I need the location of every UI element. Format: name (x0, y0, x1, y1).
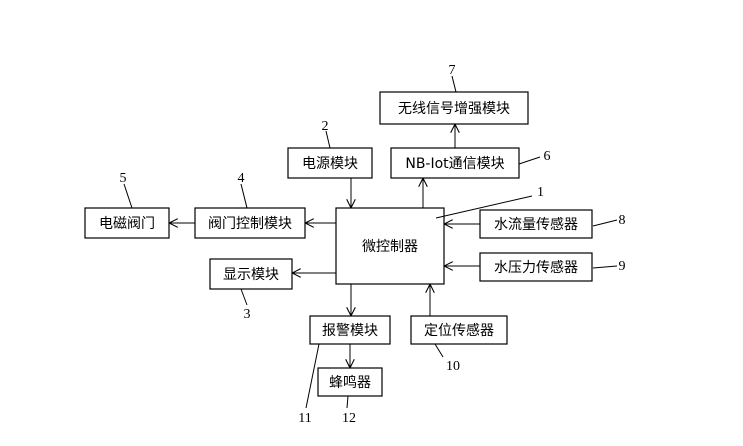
leader-12 (346, 395, 349, 409)
leader-1 (435, 195, 533, 219)
block-pressure-sensor: 水压力传感器 (479, 252, 593, 282)
ref-number-1: 1 (537, 185, 544, 200)
leader-3 (240, 288, 248, 306)
block-display-label: 显示模块 (223, 267, 279, 283)
ref-number-9: 9 (619, 259, 626, 274)
ref-number-5: 5 (120, 171, 127, 186)
leader-11 (305, 343, 320, 409)
leader-6 (518, 156, 541, 165)
block-buzzer-label: 蜂鸣器 (329, 374, 371, 391)
leader-7 (451, 75, 457, 93)
block-flow-sensor: 水流量传感器 (479, 209, 593, 239)
block-flow-sensor-label: 水流量传感器 (494, 216, 578, 233)
ref-number-12: 12 (342, 411, 356, 426)
block-valve-control-label: 阀门控制模块 (208, 216, 292, 232)
ref-number-3: 3 (244, 307, 251, 322)
ref-number-11: 11 (298, 411, 311, 426)
block-positioning-sensor: 定位传感器 (410, 315, 508, 345)
block-cpu: 微控制器 (335, 207, 445, 285)
ref-number-4: 4 (238, 171, 245, 186)
block-power-label: 电源模块 (302, 156, 358, 172)
block-nbiot-label: NB-Iot通信模块 (405, 156, 504, 172)
block-positioning-sensor-label: 定位传感器 (424, 322, 494, 339)
block-buzzer: 蜂鸣器 (317, 367, 383, 397)
block-pressure-sensor-label: 水压力传感器 (494, 259, 578, 276)
block-cpu-label: 微控制器 (362, 239, 418, 255)
leader-8 (592, 219, 618, 227)
ref-number-7: 7 (449, 63, 456, 78)
block-display: 显示模块 (209, 258, 293, 290)
block-power: 电源模块 (287, 147, 373, 179)
ref-number-10: 10 (446, 359, 460, 374)
leader-5 (123, 183, 133, 209)
block-alarm: 报警模块 (309, 315, 391, 345)
block-valve-control: 阀门控制模块 (194, 207, 306, 239)
block-alarm-label: 报警模块 (322, 323, 378, 339)
leader-9 (592, 265, 618, 269)
block-wireless: 无线信号增强模块 (379, 91, 529, 125)
ref-number-8: 8 (619, 213, 626, 228)
block-nbiot: NB-Iot通信模块 (390, 147, 520, 179)
leader-4 (240, 183, 248, 209)
leader-10 (434, 343, 444, 358)
leader-2 (325, 130, 331, 149)
ref-number-6: 6 (544, 149, 551, 164)
block-solenoid-valve: 电磁阀门 (84, 207, 170, 239)
block-solenoid-valve-label: 电磁阀门 (99, 216, 155, 232)
ref-number-2: 2 (322, 119, 329, 134)
block-wireless-label: 无线信号增强模块 (398, 101, 510, 117)
